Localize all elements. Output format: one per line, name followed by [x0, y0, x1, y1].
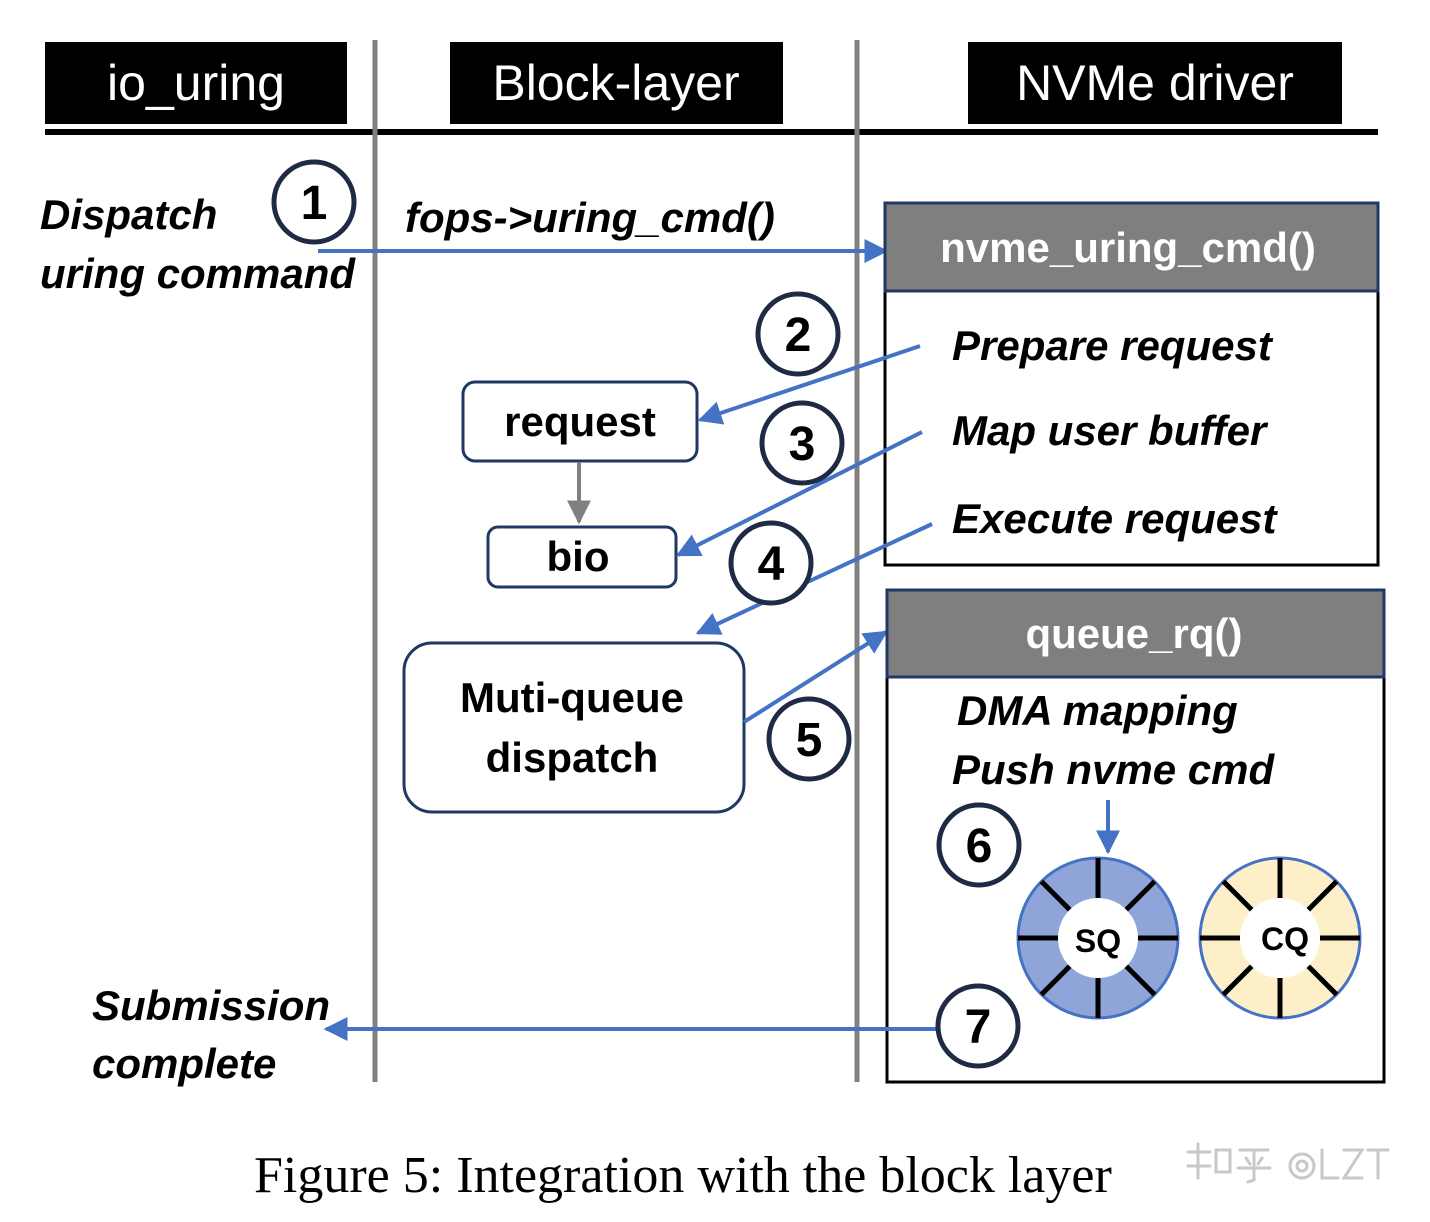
lane-title-nvme-driver: NVMe driver [1016, 55, 1294, 111]
step-execute-request: Execute request [952, 495, 1278, 542]
step-circle-7: 7 [935, 983, 1021, 1069]
queue-rq-title: queue_rq() [1025, 610, 1242, 657]
lane-title-block-layer: Block-layer [492, 55, 739, 111]
step-map-user-buffer: Map user buffer [952, 407, 1269, 454]
figure-caption: Figure 5: Integration with the block lay… [254, 1147, 1112, 1204]
bio-box: bio [486, 525, 678, 589]
step-circle-1: 1 [271, 159, 357, 245]
request-label: request [504, 398, 656, 445]
cq-ring: CQ [1198, 856, 1362, 1020]
sq-spoke [1124, 879, 1157, 912]
step-push-nvme-cmd: Push nvme cmd [952, 746, 1275, 793]
step-number-7: 7 [965, 1001, 992, 1054]
sq-spoke [1039, 879, 1072, 912]
arrow-mq-to-queue-rq [742, 630, 889, 724]
request-box: request [461, 380, 699, 463]
label-submission-line1: Submission [92, 982, 330, 1029]
bio-label: bio [547, 533, 610, 580]
step-number-2: 2 [785, 309, 812, 362]
lane-header-nvme-driver: NVMe driver [968, 42, 1342, 124]
mq-label-line2: dispatch [486, 734, 659, 781]
step-prepare-request: Prepare request [952, 322, 1274, 369]
multi-queue-dispatch-box: Muti-queue dispatch [402, 641, 746, 814]
nvme-uring-cmd-box: nvme_uring_cmd() Prepare request Map use… [883, 201, 1380, 567]
mq-label-line1: Muti-queue [460, 674, 684, 721]
label-dispatch-line1: Dispatch [40, 191, 217, 238]
arrow-prepare-to-request [697, 344, 921, 425]
step-circle-5: 5 [766, 696, 852, 782]
step-number-5: 5 [796, 714, 823, 767]
label-dispatch-line2: uring command [40, 250, 356, 297]
step-circle-6: 6 [936, 802, 1022, 888]
nvme-uring-cmd-title: nvme_uring_cmd() [940, 224, 1316, 271]
arrow-map-to-bio [675, 430, 923, 557]
step-number-1: 1 [301, 177, 328, 230]
step-number-4: 4 [758, 538, 785, 591]
cq-label: CQ [1261, 921, 1309, 957]
watermark-image [1186, 1142, 1390, 1184]
step-number-3: 3 [789, 418, 816, 471]
cq-spoke [1221, 879, 1254, 912]
step-circle-2: 2 [755, 291, 841, 377]
lane-header-io-uring: io_uring [45, 42, 347, 124]
cq-spoke [1306, 964, 1339, 997]
lane-title-io-uring: io_uring [107, 55, 285, 111]
lane-header-block-layer: Block-layer [450, 42, 783, 124]
cq-spoke [1221, 964, 1254, 997]
step-circle-4: 4 [728, 520, 814, 606]
step-circle-3: 3 [759, 400, 845, 486]
sq-spoke [1124, 964, 1157, 997]
step-dma-mapping: DMA mapping [957, 687, 1238, 734]
sq-spoke [1039, 964, 1072, 997]
label-submission-line2: complete [92, 1040, 276, 1087]
step-number-6: 6 [966, 820, 993, 873]
cq-spoke [1306, 879, 1339, 912]
label-fops-uring-cmd: fops->uring_cmd() [405, 194, 775, 241]
arrow-execute-to-mq [695, 522, 933, 635]
sq-label: SQ [1075, 923, 1121, 959]
sq-ring: SQ [1016, 856, 1180, 1020]
